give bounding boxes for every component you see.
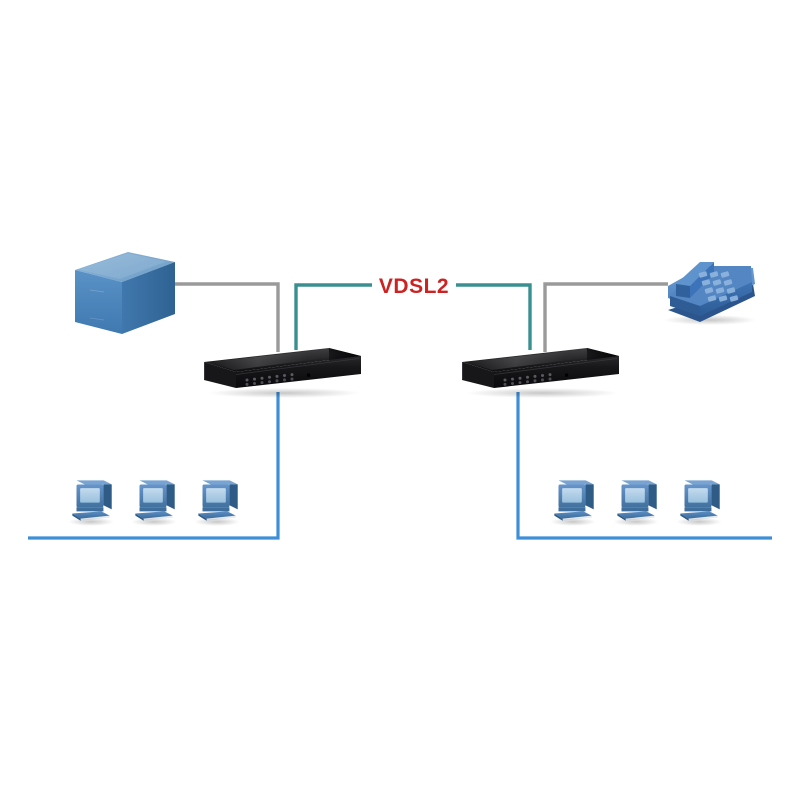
workstation-left-3[interactable]: [194, 480, 240, 526]
workstation-group-left: [68, 480, 240, 526]
vdsl2-device-right[interactable]: [461, 347, 620, 398]
workstation-group-right: [550, 480, 722, 526]
workstation-left-2[interactable]: [131, 480, 177, 526]
vdsl2-device-left[interactable]: [203, 347, 362, 398]
link-vdsl2-left-segment: [294, 283, 372, 350]
link-left-lan-bus: [28, 392, 280, 540]
telephone[interactable]: [664, 262, 756, 325]
workstation-right-3[interactable]: [676, 480, 722, 526]
link-box-to-left-device: [172, 282, 280, 352]
vdsl2-link-label: VDSL2: [379, 275, 449, 298]
workstation-left-1[interactable]: [68, 480, 114, 526]
network-cloud-box[interactable]: [75, 252, 175, 334]
link-right-device-to-phone: [543, 282, 668, 352]
workstation-right-1[interactable]: [550, 480, 596, 526]
link-right-lan-bus: [516, 392, 772, 540]
workstation-right-2[interactable]: [613, 480, 659, 526]
link-vdsl2-right-segment: [456, 283, 532, 350]
